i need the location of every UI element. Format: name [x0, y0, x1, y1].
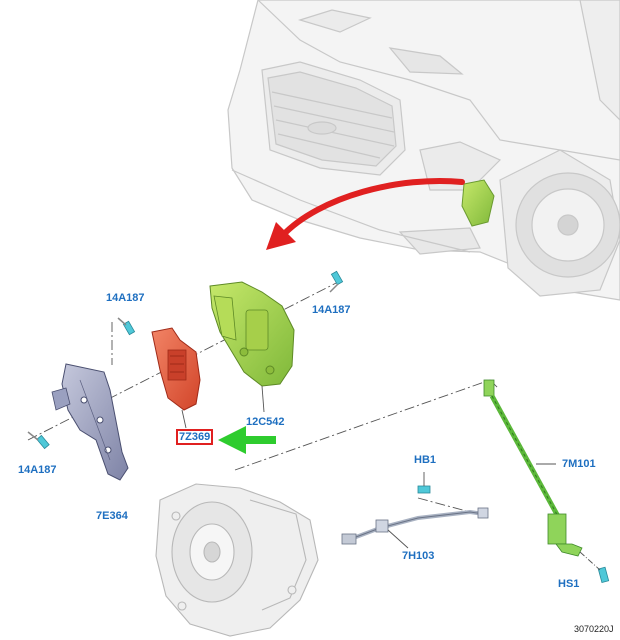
right-pointing-arrow-icon: [218, 426, 276, 454]
reference-code: 3070220J: [574, 624, 614, 634]
callout-bolt-hs1: HS1: [558, 578, 580, 590]
sensor-rod-part: [483, 379, 583, 557]
bolt-hb1: [417, 472, 431, 494]
transmission-housing: [155, 483, 319, 637]
control-module-part: [151, 327, 201, 429]
bolt-top-left: [117, 317, 136, 336]
bolt-bottom-left: [27, 431, 50, 450]
callout-mounting-plate: 7E364: [96, 510, 128, 522]
callout-bolt-bottom-left: 14A187: [18, 464, 57, 476]
bolt-top-right: [329, 270, 344, 293]
van-front-illustration: [227, 0, 620, 301]
callout-module-highlighted: 7Z369: [176, 429, 214, 445]
callout-bolt-hb1: HB1: [414, 454, 437, 466]
callout-bolt-top-left: 14A187: [106, 292, 145, 304]
module-location-marker: [461, 179, 495, 227]
bolt-hs1: [579, 551, 610, 584]
callout-bolt-top-right: 14A187: [312, 304, 351, 316]
callout-cable-7h103: 7H103: [402, 550, 435, 562]
green-bracket-part: [209, 281, 295, 413]
callout-sensor-7m101: 7M101: [562, 458, 596, 470]
callout-green-bracket: 12C542: [246, 416, 285, 428]
curved-arrow-icon: [266, 177, 465, 250]
mounting-plate-part: [51, 363, 129, 481]
wiring-cable-part: [341, 507, 489, 549]
